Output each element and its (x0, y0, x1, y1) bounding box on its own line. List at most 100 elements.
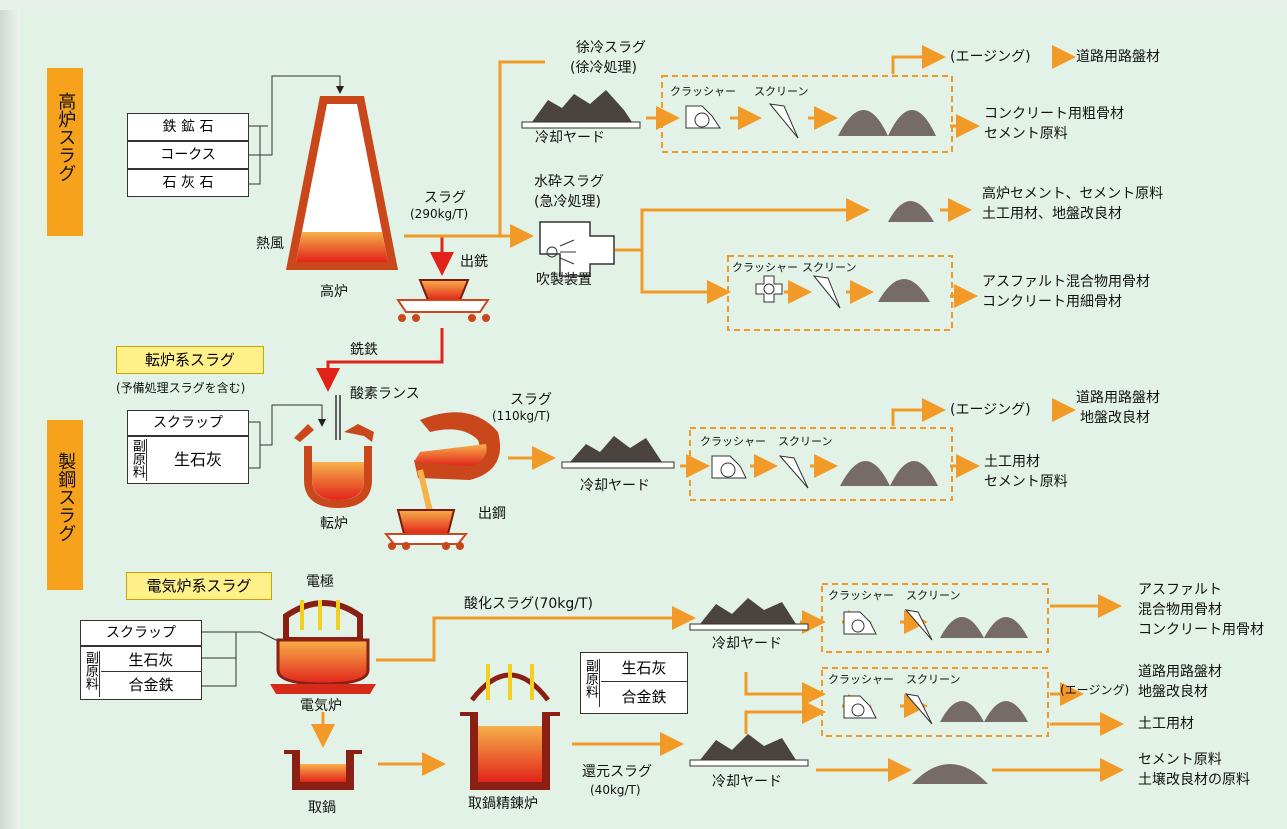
input-limestone: 石 灰 石 (127, 169, 249, 197)
screen-5 (904, 693, 933, 725)
bf-tap-arrow (404, 234, 454, 276)
refiner-alloy: 合金鉄 (621, 688, 667, 706)
crusher-label-2: クラッシャー (732, 261, 798, 274)
eaf-alloy: 合金鉄 (128, 676, 174, 694)
crusher-label-5: クラッシャー (828, 673, 894, 686)
oxygen-lance-label: 酸素ランス (350, 386, 420, 402)
use-soil-improvement: 土壌改良材の原料 (1138, 772, 1250, 788)
slow-cool-slag-label: 徐冷スラグ (576, 40, 646, 56)
use-road-base-2: 道路用路盤材 (1076, 390, 1160, 406)
slow-cool-yard-label: 冷却ヤード (535, 130, 605, 146)
eaf-lime: 生石灰 (101, 649, 201, 672)
use-road-base-3: 道路用路盤材 (1138, 664, 1222, 680)
eaf-sub-material-label: 副原料 (81, 651, 100, 697)
use-cement-material-2: セメント原料 (984, 474, 1068, 490)
tapping-label: 出銑 (460, 254, 488, 270)
hot-air-label: 熱風 (256, 236, 284, 252)
use-coarse-aggregate: コンクリート用粗骨材 (984, 106, 1124, 122)
use-road-base-1: 道路用路盤材 (1076, 49, 1160, 65)
crusher-1 (685, 105, 721, 129)
process-box-slowcool (661, 75, 953, 153)
tag-eaf-slag: 電気炉系スラグ (126, 572, 272, 600)
converter-input-lines (248, 404, 326, 469)
converter-lime: 生石灰 (173, 450, 222, 469)
reduction-slag-rate: (40kg/T) (590, 783, 641, 797)
left-texture-strip (0, 0, 20, 829)
eaf-yard-1-label: 冷却ヤード (712, 636, 782, 652)
process-box-granulated (727, 255, 953, 331)
steel-tapping-label: 出鋼 (478, 506, 506, 522)
ladle-refining-furnace (460, 664, 560, 790)
screen-2 (812, 275, 841, 309)
tilting-converter (414, 412, 501, 521)
use-bf-cement: 高炉セメント、セメント原料 (982, 186, 1164, 202)
use-ground-2: 地盤改良材 (1080, 410, 1150, 426)
process-box-converter (689, 427, 953, 501)
bf-slag-flows (404, 45, 1076, 308)
eaf-yard-1 (689, 598, 809, 631)
screen-1 (768, 103, 799, 139)
pig-iron-label: 銑鉄 (350, 342, 378, 358)
eaf-scrap-box: スクラップ (80, 620, 202, 646)
ladle (284, 750, 362, 790)
reduction-slag-pile (912, 764, 988, 784)
slow-cool-process-label: (徐冷処理) (570, 60, 637, 76)
label-blast-furnace-slag: 高炉スラグ (47, 68, 83, 236)
blast-furnace (286, 96, 398, 270)
torpedo-car (396, 279, 490, 322)
use-cement-material-1: セメント原料 (984, 126, 1068, 142)
ladle-label: 取鍋 (308, 800, 336, 816)
granulation-device (539, 221, 615, 277)
aggregate-piles-5 (940, 701, 1028, 722)
use-cement-material-3: セメント原料 (1138, 752, 1222, 768)
aging-label-1: (エージング) (950, 49, 1031, 65)
refiner-sub-material-box: 副原料 生石灰 合金鉄 (580, 652, 688, 714)
bf-slag-rate: (290kg/T) (410, 207, 469, 221)
screen-3 (778, 455, 809, 489)
steel-ladle-car (383, 509, 469, 550)
oxidized-slag-label: 酸化スラグ(70kg/T) (464, 596, 594, 612)
granulated-slag-label: 水砕スラグ (534, 174, 604, 190)
use-fine-aggregate: コンクリート用細骨材 (982, 294, 1122, 310)
screen-4 (904, 609, 933, 641)
crusher-5 (843, 695, 877, 719)
use-asphalt-2: 混合物用骨材 (1138, 602, 1222, 618)
aging-label-2: (エージング) (950, 402, 1031, 418)
converter-vessel (294, 424, 374, 509)
use-earthwork-3: 土工用材 (1138, 716, 1194, 732)
screen-label-3: スクリーン (778, 435, 833, 448)
tag-converter-slag: 転炉系スラグ (116, 346, 264, 374)
aging-label-3: (エージング) (1060, 683, 1130, 697)
granulated-fine-pile (878, 279, 930, 302)
converter-slag-label: スラグ (510, 392, 552, 408)
bf-input-lines (248, 75, 344, 185)
screen-label-2: スクリーン (802, 261, 857, 274)
use-ground-3: 地盤改良材 (1138, 684, 1208, 700)
converter-sub-material-label: 副原料 (128, 439, 147, 481)
label-steelmaking-slag: 製鋼スラグ (47, 420, 83, 590)
converter-scrap-box: スクラップ (127, 410, 249, 436)
screen-label-4: スクリーン (906, 589, 961, 602)
use-asphalt-aggregate: アスファルト混合物用骨材 (982, 274, 1150, 290)
refiner-lime: 生石灰 (601, 655, 687, 682)
aggregate-piles-3 (840, 461, 938, 486)
granulated-process-label: (急冷処理) (534, 194, 601, 210)
eaf-yard-2-label: 冷却ヤード (712, 774, 782, 790)
electric-arc-furnace (270, 600, 376, 694)
input-coke: コークス (127, 141, 249, 169)
top-band (0, 0, 1287, 10)
crusher-2 (755, 275, 783, 303)
pretreat-note: (予備処理スラグを含む) (116, 381, 246, 395)
aggregate-piles-4 (940, 617, 1028, 638)
crusher-label-3: クラッシャー (700, 435, 766, 448)
eaf-label: 電気炉 (300, 698, 342, 714)
electrode-label: 電極 (306, 574, 334, 590)
refiner-sub-material-label: 副原料 (581, 659, 600, 707)
crusher-label-4: クラッシャー (828, 589, 894, 602)
granulation-device-label: 吹製装置 (536, 272, 592, 288)
crusher-4 (843, 611, 877, 635)
eaf-sub-material-box: 副原料 生石灰 合金鉄 (80, 646, 202, 700)
slow-cool-yard (521, 90, 641, 129)
